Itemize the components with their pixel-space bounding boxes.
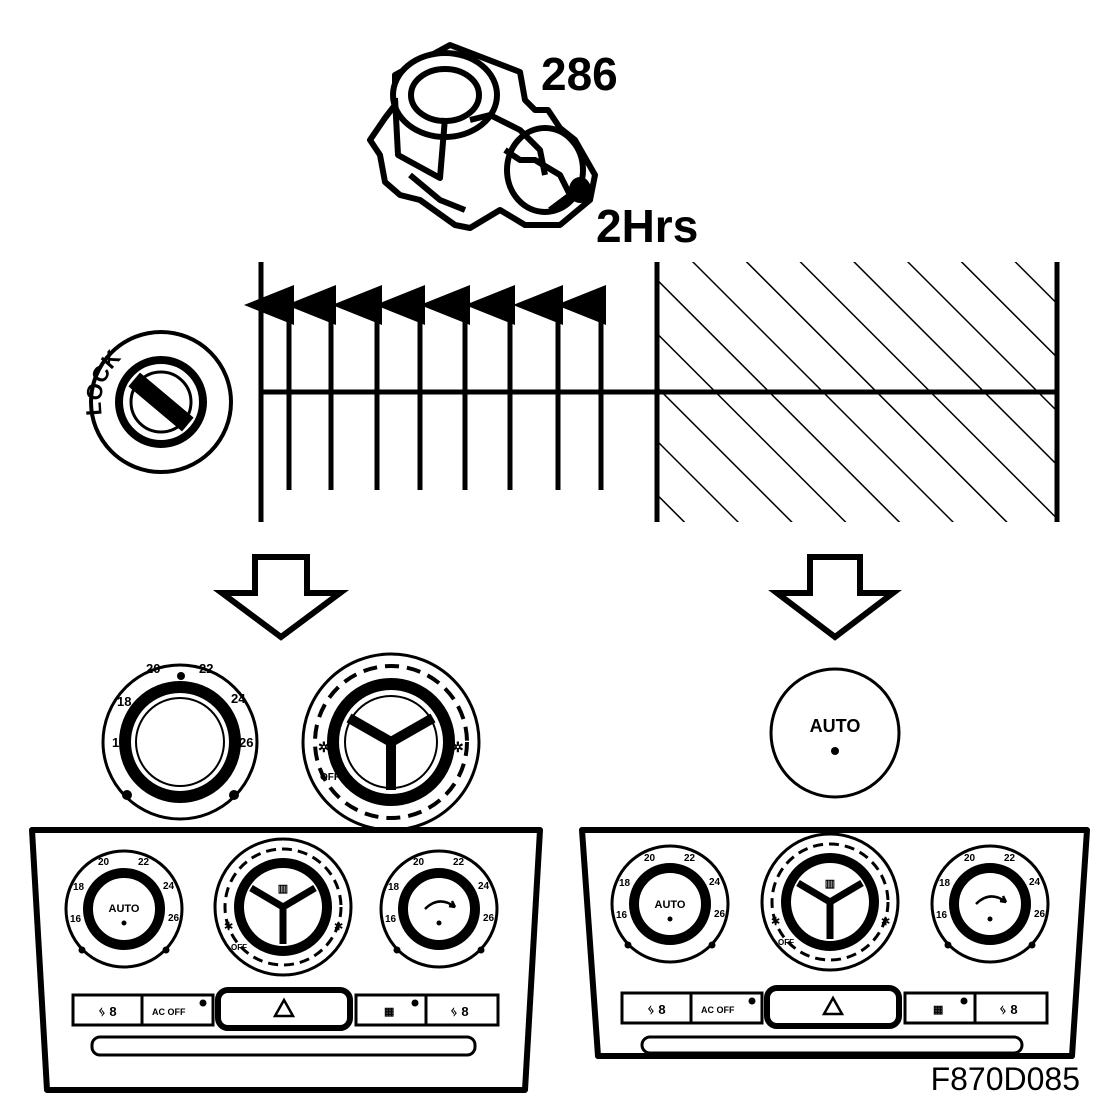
temp-mark-26: 26 — [1034, 909, 1046, 920]
seat-heater-icon: ᛃ 8 — [450, 1004, 469, 1019]
temp-mark-18: 18 — [117, 694, 131, 709]
auto-label: AUTO — [810, 716, 861, 736]
temp-mark-20: 20 — [964, 853, 976, 864]
panel-auto-label: AUTO — [109, 903, 140, 915]
temp-mark-16: 16 — [616, 910, 628, 921]
recirculation-icon — [424, 900, 457, 910]
sensor-component-icon — [367, 42, 598, 231]
hazard-triangle-icon — [821, 995, 845, 1016]
temp-mark-22: 22 — [684, 853, 696, 864]
temp-mark-18: 18 — [619, 878, 631, 889]
seat-heater-icon: ᛃ 8 — [999, 1002, 1018, 1017]
windscreen-defrost-icon: ▥ — [278, 883, 288, 895]
climate-panel-right: AUTO 16 18 20 22 24 26 ▥ ✲ ✲ OFF — [579, 827, 1090, 1059]
hazard-triangle-icon — [272, 997, 296, 1018]
rear-defrost-icon: ▦ — [384, 1006, 394, 1018]
temp-mark-16: 16 — [936, 910, 948, 921]
figure-id: F870D085 — [931, 1061, 1080, 1097]
lock-cylinder-icon: LOCK — [81, 330, 233, 474]
recirculation-icon — [975, 895, 1008, 905]
fan-icon: ✲ — [452, 739, 464, 755]
temp-mark-20: 20 — [644, 853, 656, 864]
temp-mark-22: 22 — [199, 661, 213, 676]
fan-knob-large: ✲ ✲ OFF — [301, 652, 481, 832]
temperature-knob-large: 16 18 20 22 24 26 — [101, 661, 259, 821]
temp-mark-18: 18 — [73, 882, 85, 893]
fan-off-label: OFF — [320, 772, 340, 783]
panel-fan-knob: ▥ ✲ ✲ OFF — [760, 832, 900, 972]
fan-off-label: OFF — [778, 938, 794, 947]
temp-mark-18: 18 — [939, 878, 951, 889]
fan-off-label: OFF — [231, 943, 247, 952]
panel-recirc-knob: 16 18 20 22 24 26 — [379, 849, 499, 969]
panel-auto-label: AUTO — [655, 899, 686, 911]
temp-mark-22: 22 — [138, 857, 150, 868]
temp-mark-22: 22 — [1004, 853, 1016, 864]
temp-mark-26: 26 — [714, 909, 726, 920]
auto-button-large: AUTO — [769, 667, 901, 799]
temp-mark-24: 24 — [1029, 877, 1041, 888]
down-arrow-right — [768, 554, 902, 641]
windscreen-defrost-icon: ▥ — [825, 878, 835, 890]
duration-label: 2Hrs — [596, 200, 698, 252]
fan-icon: ✲ — [334, 921, 343, 933]
temp-mark-16: 16 — [385, 914, 397, 925]
temp-mark-20: 20 — [98, 857, 110, 868]
temp-mark-26: 26 — [168, 913, 180, 924]
timeline — [244, 262, 1060, 522]
temp-mark-22: 22 — [453, 857, 465, 868]
seat-heater-icon: ᛃ 8 — [98, 1004, 117, 1019]
ac-off-label: AC OFF — [701, 1005, 735, 1015]
fan-icon: ✲ — [224, 921, 233, 933]
temp-mark-16: 16 — [70, 914, 82, 925]
temp-mark-20: 20 — [413, 857, 425, 868]
temp-mark-18: 18 — [388, 882, 400, 893]
fan-icon: ✲ — [881, 916, 890, 928]
temp-mark-26: 26 — [483, 913, 495, 924]
fan-icon: ✲ — [318, 739, 330, 755]
panel-button-row: ᛃ 8 AC OFF ▦ ᛃ 8 — [71, 987, 500, 1031]
active-period-arrows — [244, 285, 606, 490]
panel-recirc-knob: 16 18 20 22 24 26 — [930, 844, 1050, 964]
panel-button-row: ᛃ 8 AC OFF ▦ ᛃ 8 — [620, 985, 1049, 1029]
climate-panel-left: AUTO 16 18 20 22 24 26 ▥ ✲ ✲ OFF — [29, 827, 543, 1093]
part-number-label: 286 — [541, 48, 618, 100]
rear-defrost-icon: ▦ — [933, 1004, 943, 1016]
panel-fan-knob: ▥ ✲ ✲ OFF — [213, 837, 353, 977]
fan-icon: ✲ — [771, 916, 780, 928]
panel-temp-knob: AUTO 16 18 20 22 24 26 — [64, 849, 184, 969]
temp-mark-20: 20 — [146, 661, 160, 676]
down-arrow-left — [212, 554, 350, 641]
temp-mark-24: 24 — [163, 881, 175, 892]
seat-heater-icon: ᛃ 8 — [647, 1002, 666, 1017]
temp-mark-16: 16 — [112, 735, 126, 750]
temp-mark-24: 24 — [709, 877, 721, 888]
temp-mark-24: 24 — [478, 881, 490, 892]
temp-mark-24: 24 — [231, 691, 246, 706]
panel-temp-knob: AUTO 16 18 20 22 24 26 — [610, 844, 730, 964]
ac-off-label: AC OFF — [152, 1007, 186, 1017]
temp-mark-26: 26 — [239, 735, 253, 750]
